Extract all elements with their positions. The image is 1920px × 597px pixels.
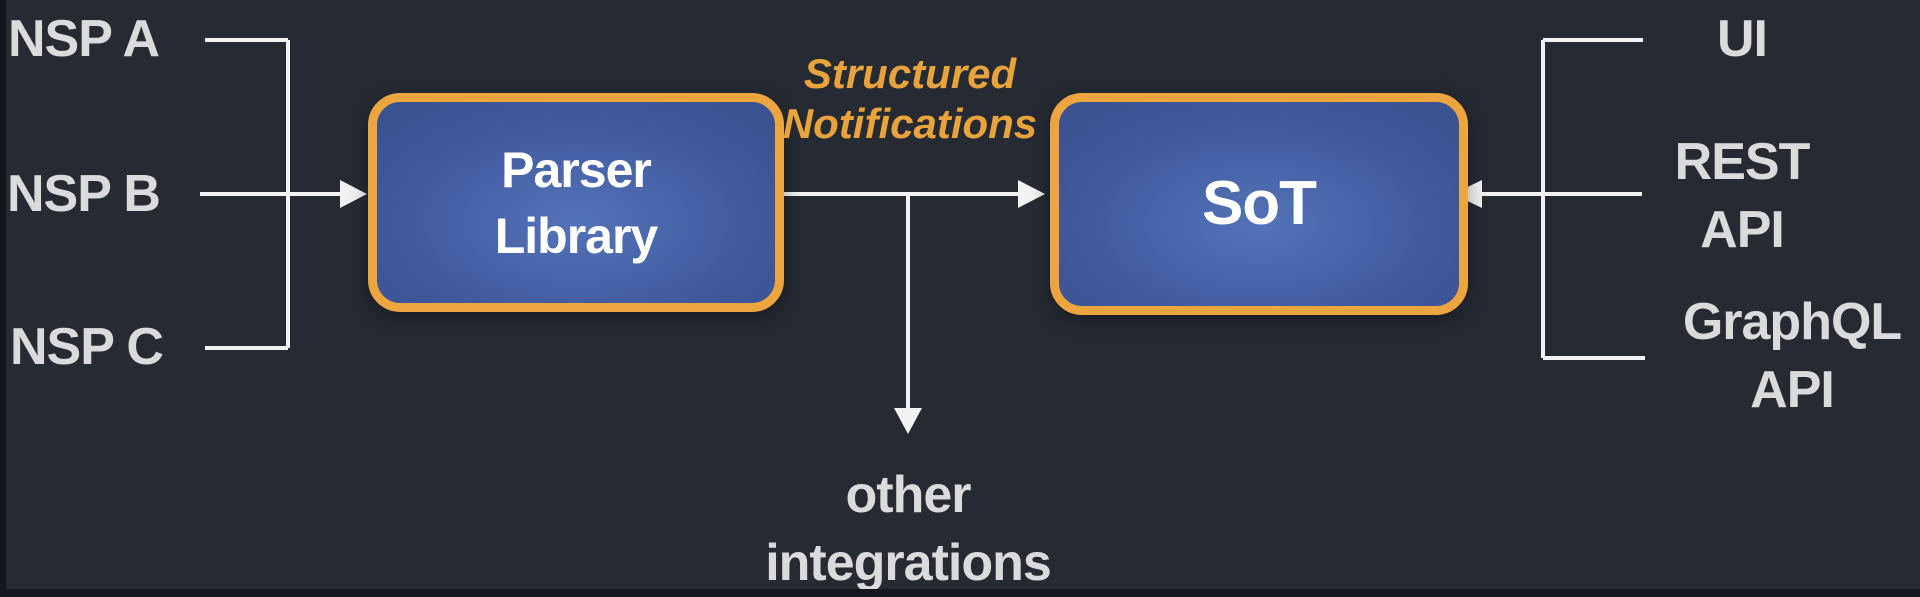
arrow-branch-down-icon bbox=[894, 194, 922, 434]
right-bracket bbox=[1543, 40, 1645, 358]
label-other-integrations: other integrations bbox=[765, 466, 1052, 592]
arrow-sources-to-parser-icon bbox=[200, 180, 367, 208]
label-nsp-a: NSP A bbox=[8, 10, 160, 68]
frame-edge-left bbox=[0, 0, 6, 597]
label-structured-notifications: Structured Notifications bbox=[782, 50, 1038, 147]
label-nsp-c: NSP C bbox=[10, 318, 164, 376]
label-ui: UI bbox=[1717, 10, 1768, 68]
label-nsp-b: NSP B bbox=[7, 165, 161, 223]
sot-label: SoT bbox=[1201, 169, 1317, 238]
frame-edge-bottom bbox=[0, 589, 1920, 597]
arrow-clients-to-sot-icon bbox=[1453, 180, 1642, 208]
node-sot: SoT bbox=[1050, 93, 1468, 315]
node-parser-library: Parser Library bbox=[368, 93, 784, 312]
arrow-parser-to-sot-icon bbox=[766, 180, 1045, 208]
label-rest-api: REST API bbox=[1674, 133, 1811, 259]
label-graphql-api: GraphQL API bbox=[1682, 293, 1902, 419]
parser-library-label: Parser Library bbox=[494, 141, 659, 264]
